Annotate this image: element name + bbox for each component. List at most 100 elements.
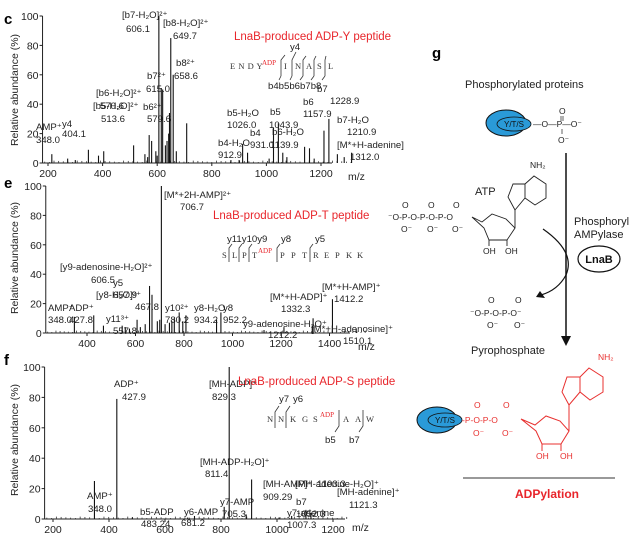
ion-label-b: b4b5b6b7b8: [268, 81, 321, 92]
peak-value: 1157.9: [303, 109, 332, 120]
ion-label-y: y5: [315, 234, 325, 245]
peak-value: 1121.3: [349, 500, 378, 511]
peak-value: 657.9: [113, 290, 137, 301]
diphosphate-linker: -P-O-P-O: [462, 415, 498, 425]
y-tick-label: 20: [30, 299, 42, 311]
pyrophosphate-structure: ⁻O-P-O-P-O⁻ O O O⁻ O⁻: [470, 295, 526, 330]
y-tick-label: 0: [36, 328, 42, 340]
seq-residue: N: [295, 61, 302, 71]
phosphate-oxygen: O: [402, 200, 409, 210]
seq-residue: S: [222, 250, 227, 260]
residue-label: Y/T/S: [435, 416, 455, 425]
triphosphate: ⁻O-P-O-P-O-P-O: [388, 212, 453, 222]
y-tick-label: 40: [30, 269, 42, 281]
chart-title: LnaB-produced ADP-T peptide: [213, 210, 369, 222]
y-tick-label: 40: [27, 99, 39, 111]
x-tick-label: 200: [44, 524, 62, 536]
x-tick-label: 600: [156, 524, 174, 536]
x-tick-label: 1200: [269, 338, 293, 350]
amine: NH₂: [530, 160, 546, 170]
peak-label: y8: [223, 303, 233, 314]
peak-label: b6-H₂O: [272, 127, 304, 138]
peaks: AMP⁺348.0ADP⁺427.9b5-ADP483.24y6-AMP681.…: [46, 367, 400, 531]
peak-value: 1228.9: [330, 96, 359, 107]
peak-label: AMP⁺: [48, 303, 74, 314]
seq-residue: P: [335, 250, 340, 260]
seq-residue: N: [278, 414, 285, 424]
seq-residue: T: [252, 250, 258, 260]
y-axis-label: Relative abundance (%): [9, 34, 21, 146]
phosphate-oxygen: O: [428, 200, 435, 210]
bonds: [541, 405, 570, 451]
peak-value: 909.29: [263, 492, 292, 503]
seq-residue: E N D Y: [230, 61, 263, 71]
chart-title: LnaB-produced ADP-Y peptide: [234, 31, 391, 43]
peak-label: b7-H₂O: [337, 115, 369, 126]
y-axis-label: Relative abundance (%): [9, 202, 21, 314]
peak-label: y6-AMP: [184, 507, 218, 518]
peak-label: [b8-H₂O]²⁺: [163, 18, 209, 29]
peak-value: 615.0: [146, 84, 170, 95]
y-tick-label: 20: [27, 129, 39, 141]
pyrophosphate: ⁻O-P-O-P-O⁻: [470, 308, 522, 318]
residue-ellipse: [496, 116, 532, 132]
peak-value: 570.6: [100, 101, 124, 112]
peak-value: 681.2: [181, 518, 205, 529]
peak-label: b5: [270, 107, 281, 118]
y-tick-label: 80: [30, 210, 42, 222]
peak-label: b6: [303, 97, 314, 108]
seq-residue: W: [366, 414, 375, 424]
ion-label-y: y7: [279, 394, 289, 405]
peak-label: y11³⁺: [106, 314, 129, 325]
peak-label: b4-H₂O: [218, 138, 250, 149]
seq-residue: A: [355, 414, 362, 424]
peak-value: 348.0: [48, 315, 72, 326]
y-tick-label: 60: [29, 423, 41, 435]
ion-label-y: y4: [290, 42, 301, 53]
peak-value: 513.6: [101, 114, 125, 125]
x-axis-label: m/z: [352, 522, 369, 534]
phosphate-oxygen: O⁻: [558, 135, 570, 145]
fragment-markers-b: [334, 410, 364, 433]
seq-modification: ADP: [262, 59, 276, 67]
fragment-markers: [274, 405, 291, 428]
seq-residue: K: [290, 414, 297, 424]
y-tick-label: 100: [21, 11, 39, 23]
x-tick-label: 800: [175, 338, 193, 350]
y-tick-label: 60: [27, 70, 39, 82]
adpylated-protein: Y/T/S -P-O-P-O O O O⁻ O⁻ OH OH NH₂: [416, 352, 614, 461]
ion-label-b: b7: [349, 435, 360, 446]
x-tick-label: 1200: [309, 168, 333, 180]
enzyme-class-label: Phosphoryl: [574, 216, 629, 228]
adenine-ring: [507, 175, 547, 211]
phosphate-oxygen: O: [515, 295, 522, 305]
chart-title: LnaB-produced ADP-S peptide: [238, 376, 395, 388]
peak-value: 952.2: [223, 315, 247, 326]
y-tick-label: 0: [33, 158, 39, 170]
peptide-sequence: E N D Y ADP I N A S L y4 b4b5b6b7b8: [230, 42, 333, 92]
peak-label: [MH-adenine-H₂O]⁺: [295, 479, 379, 490]
peak-value: 912.9: [218, 150, 242, 161]
hydroxyl: OH: [505, 246, 518, 256]
peak-value: 606.1: [126, 24, 150, 35]
spectrum-panel-e: e Relative abundance (%) 020406080100400…: [4, 175, 393, 353]
peak-value: 706.7: [180, 202, 204, 213]
peak-label: b8²⁺: [176, 58, 195, 69]
x-axis-label: m/z: [358, 341, 375, 353]
phosphate-oxygen: O⁻: [473, 428, 485, 438]
peak-label: [M*+H-ADP]⁺: [270, 292, 328, 303]
peak-label: [M*+2H-AMP]²⁺: [164, 190, 231, 201]
peak-label: [M*+H-adenine]: [337, 140, 404, 151]
x-tick-label: 400: [100, 524, 118, 536]
peak-value: 705.3: [222, 509, 246, 520]
y-tick-label: 20: [29, 484, 41, 496]
y-tick-label: 40: [29, 453, 41, 465]
peak-label: [MH-adenine]⁺: [337, 487, 400, 498]
hydroxyl: OH: [560, 451, 573, 461]
peak-value: 1510.1: [343, 336, 372, 347]
peak-value: 404.1: [62, 129, 86, 140]
ion-label-b: b5: [325, 435, 336, 446]
phosphate-oxygen: O⁻: [514, 320, 526, 330]
peak-value: 1026.0: [227, 120, 256, 131]
